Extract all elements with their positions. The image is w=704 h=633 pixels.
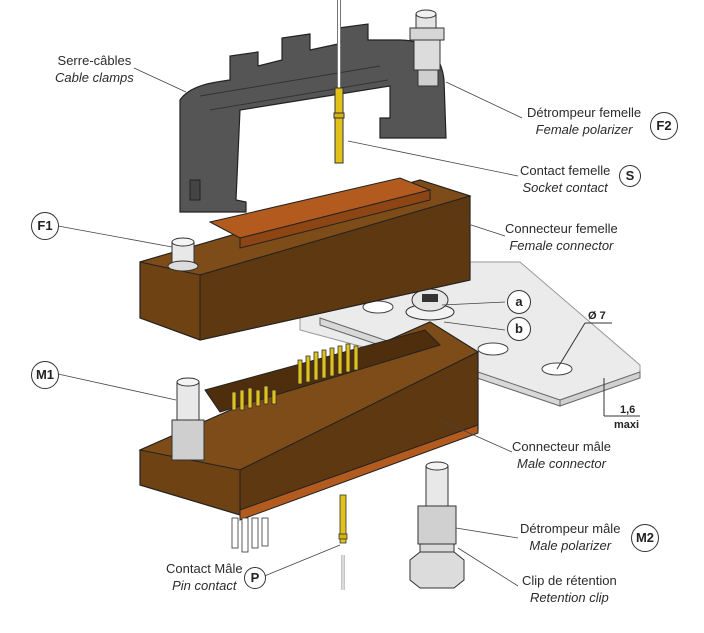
leader-lines (57, 67, 523, 587)
dimension-lines (556, 322, 640, 417)
label-female-polarizer: Détrompeur femelle Female polarizer (527, 104, 641, 138)
label-socket-contact-en: Socket contact (522, 180, 608, 195)
label-pin-contact: Contact Mâle Pin contact (166, 560, 243, 594)
male-polarizer-part (409, 461, 465, 589)
female-polarizer-part (409, 9, 445, 87)
label-male-polarizer-en: Male polarizer (529, 538, 612, 553)
label-pin-contact-fr: Contact Mâle (166, 561, 243, 576)
label-female-polarizer-fr: Détrompeur femelle (527, 105, 642, 120)
male-connector-part (138, 321, 480, 553)
label-female-connector-en: Female connector (509, 238, 614, 253)
male-connector-pins (231, 343, 359, 411)
pin-contact-part (338, 494, 348, 590)
female-connector-part (139, 177, 472, 341)
label-retention-clip-fr: Clip de rétention (522, 573, 617, 588)
label-cable-clamps-fr: Serre-câbles (57, 53, 132, 68)
badge-f1: F1 (31, 212, 59, 240)
badge-s: S (619, 165, 641, 187)
panel-clip (405, 288, 455, 321)
badge-m1: M1 (31, 361, 59, 389)
badge-f2: F2 (650, 112, 678, 140)
badge-a: a (507, 290, 531, 314)
label-socket-contact-fr: Contact femelle (520, 163, 611, 178)
label-retention-clip-en: Retention clip (529, 590, 609, 605)
badge-p: P (244, 567, 266, 589)
label-male-polarizer-fr: Détrompeur mâle (520, 521, 621, 536)
cable-clamp (179, 23, 447, 213)
rear-contacts (231, 517, 269, 553)
panel-hole (477, 342, 509, 356)
label-female-connector-fr: Connecteur femelle (505, 221, 618, 236)
label-female-polarizer-en: Female polarizer (535, 122, 633, 137)
dim-panel-thickness: 1,6 (620, 404, 636, 416)
badge-m2: M2 (631, 524, 659, 552)
label-male-connector-en: Male connector (517, 456, 606, 471)
label-socket-contact: Contact femelle Socket contact (520, 162, 610, 196)
label-cable-clamps: Serre-câbles Cable clamps (55, 52, 134, 86)
label-male-connector-fr: Connecteur mâle (512, 439, 611, 454)
dim-hole-diameter: Ø 7 (588, 310, 606, 322)
badge-b: b (507, 317, 531, 341)
label-retention-clip: Clip de rétention Retention clip (522, 572, 617, 606)
label-male-connector: Connecteur mâle Male connector (512, 438, 611, 472)
dim-panel-thickness-note: maxi (614, 419, 640, 431)
socket-contact-part (333, 0, 345, 164)
label-female-connector: Connecteur femelle Female connector (505, 220, 618, 254)
label-male-polarizer: Détrompeur mâle Male polarizer (520, 520, 620, 554)
label-cable-clamps-en: Cable clamps (55, 70, 134, 85)
label-pin-contact-en: Pin contact (172, 578, 237, 593)
